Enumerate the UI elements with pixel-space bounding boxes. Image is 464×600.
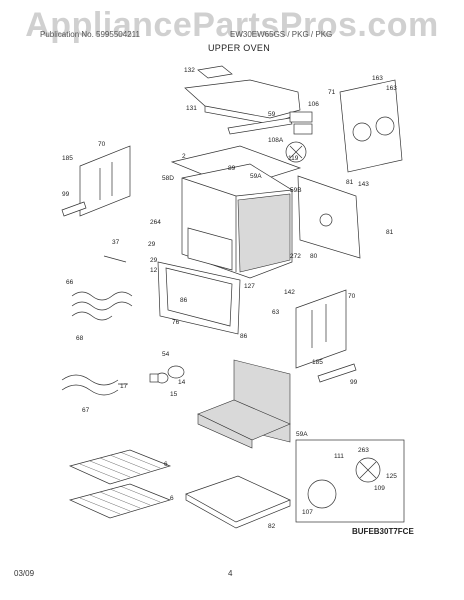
part-label: 109 [374, 485, 385, 492]
footer-date: 03/09 [14, 569, 35, 578]
part-label: 86 [180, 297, 188, 304]
part-label: 63 [272, 309, 280, 316]
part-label: 143 [358, 181, 369, 188]
thermal-switch [289, 111, 313, 135]
part-label: 163 [372, 75, 383, 82]
part-label: 263 [358, 447, 369, 454]
part-label: 86 [240, 333, 248, 340]
part-label: 127 [244, 283, 255, 290]
part-label: 71 [328, 89, 336, 96]
part-label: 185 [62, 155, 73, 162]
broiler-drawer [185, 475, 291, 529]
part-label: 59B [290, 187, 302, 194]
oven-cavity [181, 163, 293, 279]
part-label: 6 [164, 461, 168, 468]
part-label: 66 [66, 279, 74, 286]
convection-inset [295, 439, 405, 523]
part-label: 2 [182, 153, 186, 160]
left-bracket [61, 201, 87, 217]
part-labels: 132 131 163 163 71 106 59 108A 119 2 89 … [62, 67, 397, 530]
part-label: 125 [386, 473, 397, 480]
part-label: 76 [172, 319, 180, 326]
part-label: 99 [62, 191, 70, 198]
part-label: 59 [268, 111, 276, 118]
part-label: 99 [350, 379, 358, 386]
part-label: 185 [312, 359, 323, 366]
part-label: 89 [228, 165, 236, 172]
publication-number: Publication No. 5995504211 [40, 30, 140, 39]
part-label: 119 [288, 155, 299, 162]
part-label: 58D [162, 175, 174, 182]
part-label: 264 [150, 219, 161, 226]
model-number: EW30EW65GS / PKG / PKG [230, 30, 333, 39]
part-label: 107 [302, 509, 313, 516]
page-number: 4 [228, 569, 233, 578]
part-label: 14 [178, 379, 186, 386]
door-gasket [157, 261, 241, 335]
figure-code: BUFEB30T7FCE [352, 527, 414, 536]
cooling-fan [285, 141, 307, 163]
part-label: 17 [120, 383, 128, 390]
part-label: 106 [308, 101, 319, 108]
part-label: 131 [186, 105, 197, 112]
right-side-panel [295, 289, 347, 369]
top-vent-cover [184, 65, 301, 125]
part-label: 59A [250, 173, 262, 180]
side-control-panel [297, 175, 361, 259]
part-label: 54 [162, 351, 170, 358]
bake-element [61, 374, 128, 396]
part-label: 29 [150, 257, 158, 264]
right-bracket [317, 363, 357, 383]
part-label: 111 [334, 453, 344, 460]
vent-bracket [227, 117, 293, 135]
part-label: 142 [284, 289, 295, 296]
part-label: 37 [112, 239, 120, 246]
part-label: 68 [76, 335, 84, 342]
section-title: UPPER OVEN [208, 43, 271, 53]
rear-panel [339, 79, 403, 173]
broil-element [71, 291, 133, 321]
part-label: 70 [98, 141, 106, 148]
part-label: 67 [82, 407, 90, 414]
part-label: 12 [150, 267, 158, 274]
part-label: 15 [170, 391, 178, 398]
oven-insulation [197, 359, 291, 449]
part-label: 132 [184, 67, 195, 74]
part-label: 59A [296, 431, 308, 438]
part-label: 108A [268, 137, 284, 144]
part-label: 29 [148, 241, 156, 248]
part-label: 6 [170, 495, 174, 502]
part-label: 70 [348, 293, 356, 300]
part-label: 82 [268, 523, 276, 530]
part-label: 81 [386, 229, 394, 236]
part-label: 81 [346, 179, 354, 186]
left-side-panel [79, 145, 131, 217]
light-assembly [149, 365, 185, 384]
oven-racks [68, 449, 172, 519]
part-label: 80 [310, 253, 318, 260]
oven-sensor [103, 255, 127, 263]
part-label: 272 [290, 253, 301, 260]
part-label: 163 [386, 85, 397, 92]
